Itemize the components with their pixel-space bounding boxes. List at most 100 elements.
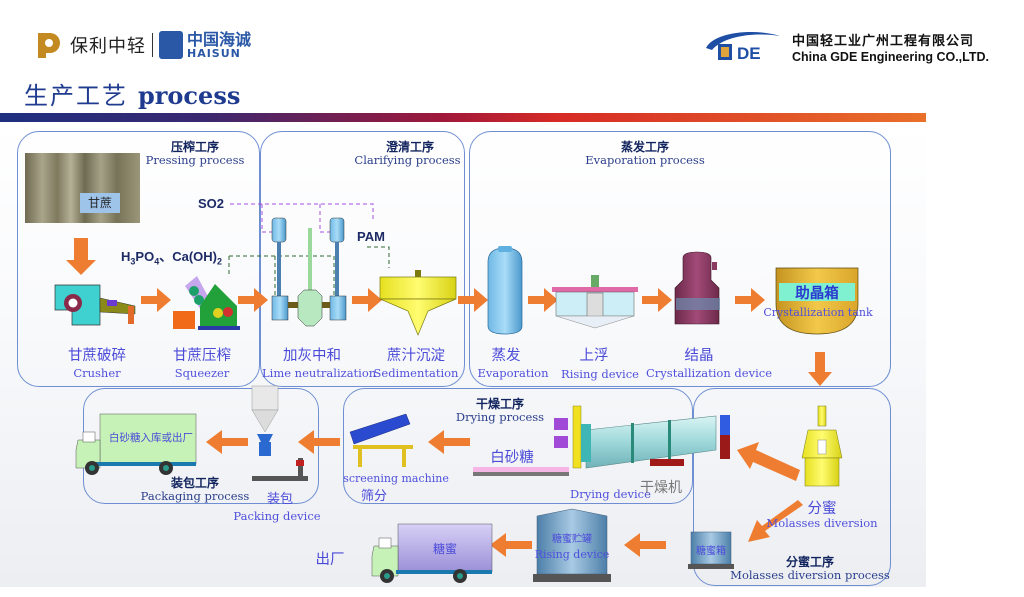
squeezer-label-en: Squeezer (174, 366, 230, 380)
stage-title-molasses-en: Molasses diversion process (730, 568, 890, 582)
molasses-truck-label: 糖蜜 (432, 542, 457, 556)
stage-title-drying-cn: 干燥工序 (475, 397, 524, 411)
page-title-cn: 生产工艺 (24, 82, 128, 110)
sedimentation-label-en: Sedimentation (373, 366, 459, 380)
pam-label: PAM (357, 229, 385, 244)
arrow-lime-sed (352, 288, 382, 312)
stage-title-pressing-cn: 压榨工序 (170, 140, 219, 154)
arrow-tank-truck (490, 533, 532, 557)
dryer-label-cn: 干燥机 (640, 480, 682, 496)
page-title: 生产工艺 process (24, 76, 240, 111)
crystallization-tank-drawing (775, 267, 859, 335)
arrow-into-packing (298, 430, 340, 454)
poly-brand-name: 保利中轻 (70, 36, 146, 57)
lime-neutralization-drawing (271, 217, 347, 327)
logo-divider (152, 33, 153, 57)
molasses-truck-drawing (371, 523, 493, 583)
crystallization-label-en: Crystallization device (646, 366, 772, 380)
stage-evaporation (469, 131, 891, 387)
dosing-lines (228, 203, 390, 298)
sugar-conveyor-drawing (473, 467, 569, 476)
arrow-div-molasses (748, 500, 803, 542)
rising-label-cn: 上浮 (579, 348, 609, 364)
crystallizer-drawing (674, 251, 720, 325)
stage-clarifying (260, 131, 465, 387)
page-title-en: process (138, 81, 241, 110)
arrow-down-cane (66, 238, 96, 275)
arrow-dryer-screen (428, 430, 470, 454)
arrow-molbox-tank (624, 533, 666, 557)
rising-label-en: Rising device (561, 367, 639, 381)
gde-company-name: 中国轻工业广州工程有限公司 China GDE Engineering CO.,… (792, 30, 989, 64)
arrow-cryst-tank (735, 288, 765, 312)
lime-label-en: Lime neutralization (262, 366, 377, 380)
stage-title-evaporation-en: Evaporation process (585, 153, 705, 167)
crusher-label-en: Crusher (73, 366, 121, 380)
arrow-tank-down (808, 352, 832, 386)
molasses-box-label: 糖蜜箱 (696, 546, 726, 557)
arrow-sed-evap (458, 288, 488, 312)
cryst-tank-label-en: Crystallization tank (763, 306, 873, 319)
screening-label-cn: 筛分 (360, 489, 387, 504)
haisun-emblem-icon (159, 31, 183, 59)
screening-machine-drawing (349, 413, 413, 467)
packing-label-en: Packing device (233, 509, 321, 523)
haisun-name-en: HAISUN (187, 46, 241, 60)
molasses-tank-label-cn: 糖蜜贮罐 (552, 534, 592, 545)
sugarcane-photo-label: 甘蔗 (80, 193, 120, 213)
molasses-box-drawing (688, 531, 734, 569)
stage-title-molasses-cn: 分蜜工序 (785, 555, 834, 569)
stage-molasses (693, 388, 891, 586)
arrow-crusher-squeezer (141, 288, 171, 312)
gde-company-cn: 中国轻工业广州工程有限公司 (792, 34, 975, 49)
sugarcane-field-photo: 甘蔗 (25, 153, 140, 223)
poly-haisun-logo: 保利中轻 中国海诚 HAISUN (34, 28, 251, 62)
stage-pressing (17, 131, 260, 387)
rising-device-drawing (552, 275, 638, 329)
stage-title-evaporation-cn: 蒸发工序 (620, 140, 669, 154)
gde-logo-icon: DE (704, 28, 784, 63)
arrow-squeezer-lime (238, 288, 268, 312)
packing-machine-drawing (251, 385, 308, 481)
arrow-evap-rising (528, 288, 558, 312)
process-diagram-canvas (0, 122, 926, 587)
stage-title-pressing-en: Pressing process (145, 153, 245, 167)
svg-text:DE: DE (737, 44, 761, 62)
crystallization-label-cn: 结晶 (684, 348, 714, 364)
sedimentation-drawing (379, 270, 457, 336)
squeezer-drawing (173, 276, 240, 330)
arrow-rising-cryst (642, 288, 672, 312)
h3po4-caoh2-label: H3PO4、Ca(OH)2 (121, 249, 223, 267)
stage-title-clarifying-cn: 澄清工序 (385, 140, 434, 154)
sugar-truck-label: 白砂糖入库或出厂 (109, 432, 193, 444)
haisun-name-cn: 中国海诚 (187, 29, 252, 49)
dryer-label-en: Drying device (570, 487, 651, 501)
molasses-tank-label-en: Rising device (534, 548, 610, 561)
stage-title-drying-en: Drying process (455, 410, 545, 424)
crusher-label-cn: 甘蔗破碎 (68, 348, 126, 364)
factory-exit-label: 出厂 (315, 552, 345, 568)
white-sugar-label: 白砂糖 (490, 450, 534, 466)
arrow-packing-truck (206, 430, 248, 454)
packing-label-cn: 装包 (266, 492, 293, 507)
molasses-storage-tank-drawing (533, 508, 611, 582)
sedimentation-label-cn: 蔗汁沉淀 (387, 348, 445, 364)
evaporation-label-cn: 蒸发 (491, 348, 521, 364)
arrow-div-dryer (737, 442, 800, 481)
evaporator-drawing (487, 246, 523, 335)
molasses-div-label-en: Molasses diversion (766, 516, 878, 530)
crusher-drawing (54, 284, 136, 326)
molasses-div-label-cn: 分蜜 (807, 501, 837, 517)
centrifuge-drawing (801, 405, 843, 487)
stage-title-packaging-en: Packaging process (140, 489, 250, 503)
lime-label-cn: 加灰中和 (283, 348, 341, 364)
rotary-dryer-drawing (554, 405, 730, 469)
cryst-tank-label-cn: 助晶箱 (795, 286, 839, 302)
sugar-truck-drawing (75, 413, 197, 475)
header-gradient-bar (0, 113, 926, 122)
poly-p-logo-icon (34, 30, 64, 60)
flow-arrows (66, 238, 832, 557)
stage-title-clarifying-en: Clarifying process (354, 153, 461, 167)
stage-title-packaging-cn: 装包工序 (170, 476, 219, 490)
